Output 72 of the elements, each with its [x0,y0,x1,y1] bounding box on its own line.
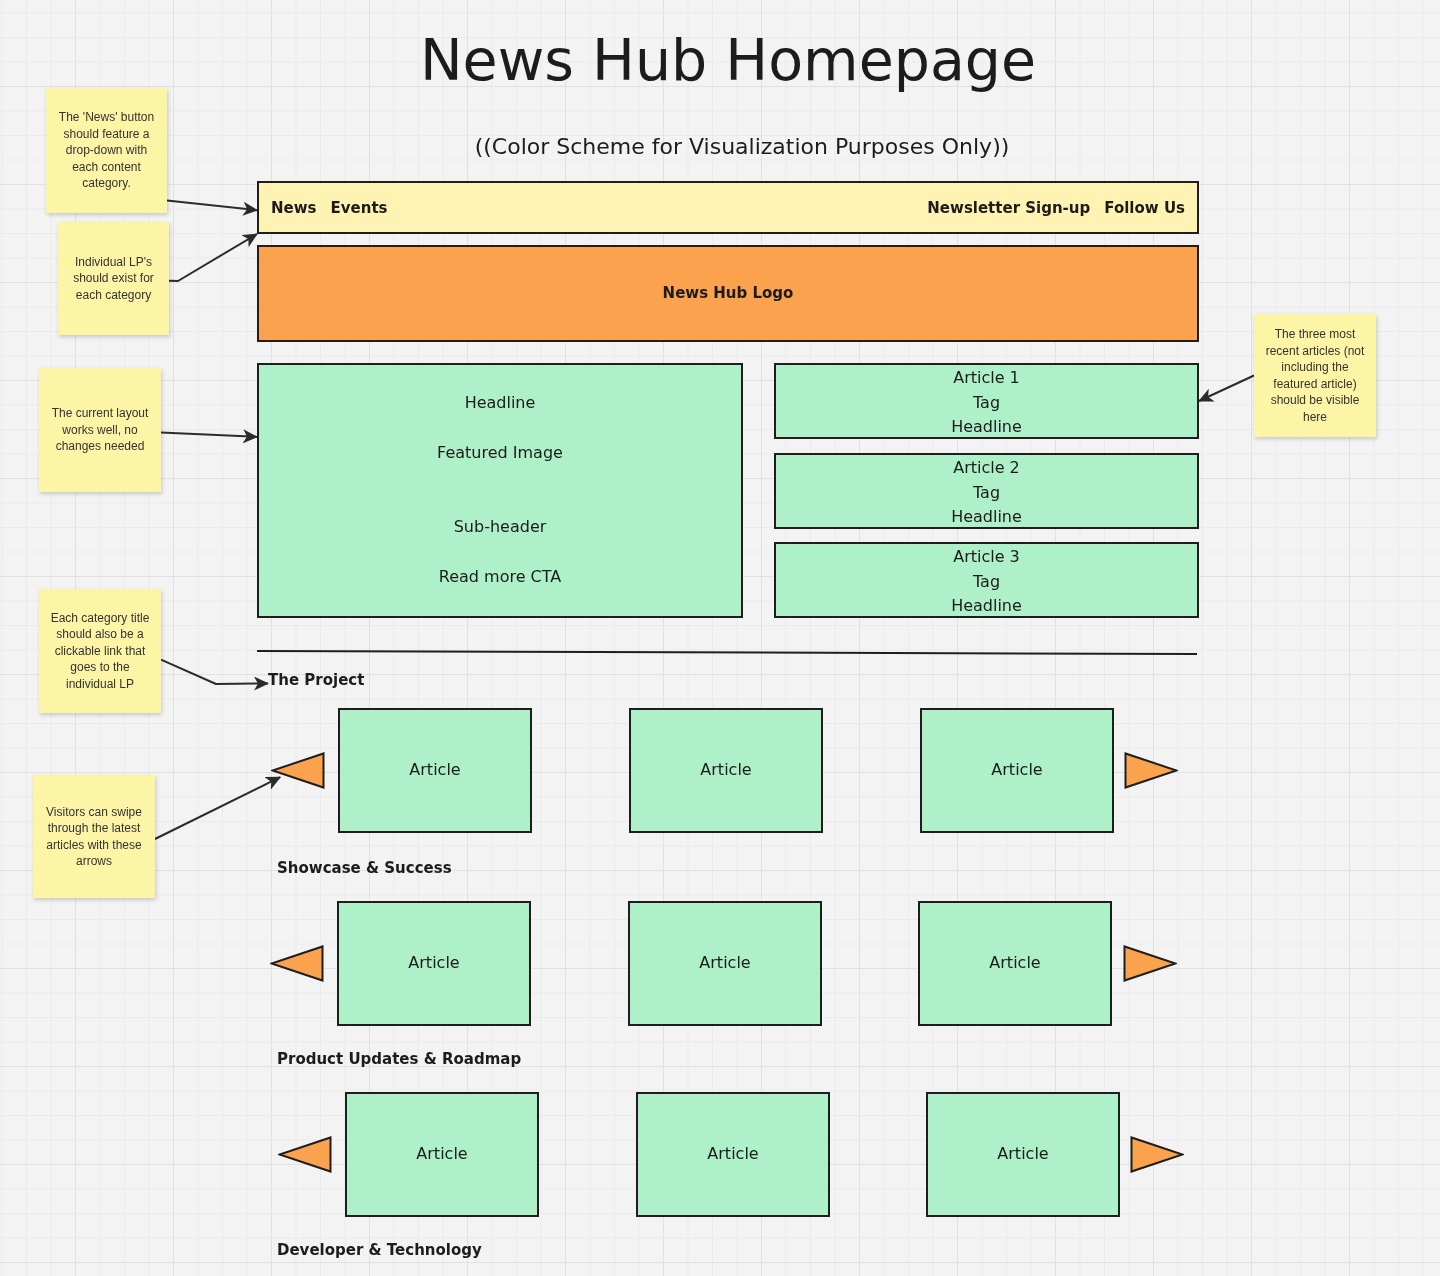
article-card [774,542,1199,618]
article-label: Article [416,1144,468,1164]
article-card [918,901,1112,1026]
left-triangle-icon [271,752,325,789]
arrow [166,199,258,216]
image-placeholder-text: Featured Image [437,442,563,463]
nav-bar [257,181,1199,234]
sticky-note [33,775,155,898]
masthead-text: News Hub Logo [662,283,794,303]
section-heading: The Project [268,670,365,690]
sticky-note [1254,314,1376,437]
nav-link: Follow Us [1104,197,1185,218]
article-number: Article 3 [953,546,1020,567]
cta-placeholder-text: Read more CTA [438,566,562,587]
arrow [160,429,258,444]
tag-text: Tag [972,482,1001,503]
article-card [774,363,1199,439]
right-triangle-icon [1123,945,1177,982]
sticky-note [46,88,167,213]
article-card [338,708,532,833]
nav-link: Events [330,197,388,218]
article-number: Article 2 [953,457,1020,478]
headline-text: Headline [464,392,536,413]
article-card [636,1092,830,1217]
article-card [628,901,822,1026]
headline-text: Headline [951,416,1022,437]
headline-text: Headline [951,595,1022,616]
right-triangle-icon [1130,1136,1184,1173]
subtitle: ((Color Scheme for Visualization Purposes Only)) [474,133,1010,161]
arrow [154,776,282,840]
masthead-banner [257,245,1199,342]
arrow [1198,374,1255,402]
article-card [926,1092,1120,1217]
sticky-note [58,222,169,335]
nav-link: Newsletter Sign-up [927,197,1091,218]
article-label: Article [409,760,461,780]
article-card [774,453,1199,529]
note-text: Visitors can swipe through the latest articles with these arrows [45,803,143,870]
section-heading: Showcase & Success [277,858,452,878]
article-label: Article [699,953,751,973]
article-label: Article [991,760,1043,780]
note-text: Each category title should also be a clickable link that goes to the individual LP [49,609,151,693]
article-label: Article [707,1144,759,1164]
tag-text: Tag [972,571,1001,592]
subheader-text: Sub-header [453,516,547,537]
left-triangle-icon [278,1136,332,1173]
sticky-note [39,589,161,713]
page-title: News Hub Homepage [419,26,1037,95]
article-number: Article 1 [953,367,1020,388]
nav-link: News [271,197,317,218]
section-heading: Developer & Technology [277,1240,482,1260]
article-label: Article [700,760,752,780]
article-card [920,708,1114,833]
featured-article-card [257,363,743,618]
left-triangle-icon [270,945,324,982]
headline-text: Headline [951,506,1022,527]
section-heading: Product Updates & Roadmap [277,1049,522,1069]
article-card [629,708,823,833]
note-text: The current layout works well, no changes needed [50,405,150,455]
article-card [337,901,531,1026]
note-text: Individual LP's should exist for each category [72,253,155,304]
note-text: The three most recent articles (not including the featured article) should be visible here [1264,326,1366,425]
arrow [168,233,258,282]
article-label: Article [989,953,1041,973]
article-card [345,1092,539,1217]
right-triangle-icon [1124,752,1178,789]
article-label: Article [408,953,460,973]
article-label: Article [997,1144,1049,1164]
tag-text: Tag [972,392,1001,413]
sticky-note [39,368,161,492]
arrow [160,658,269,691]
note-text: The 'News' button should feature a drop-down with each content category. [57,109,156,192]
